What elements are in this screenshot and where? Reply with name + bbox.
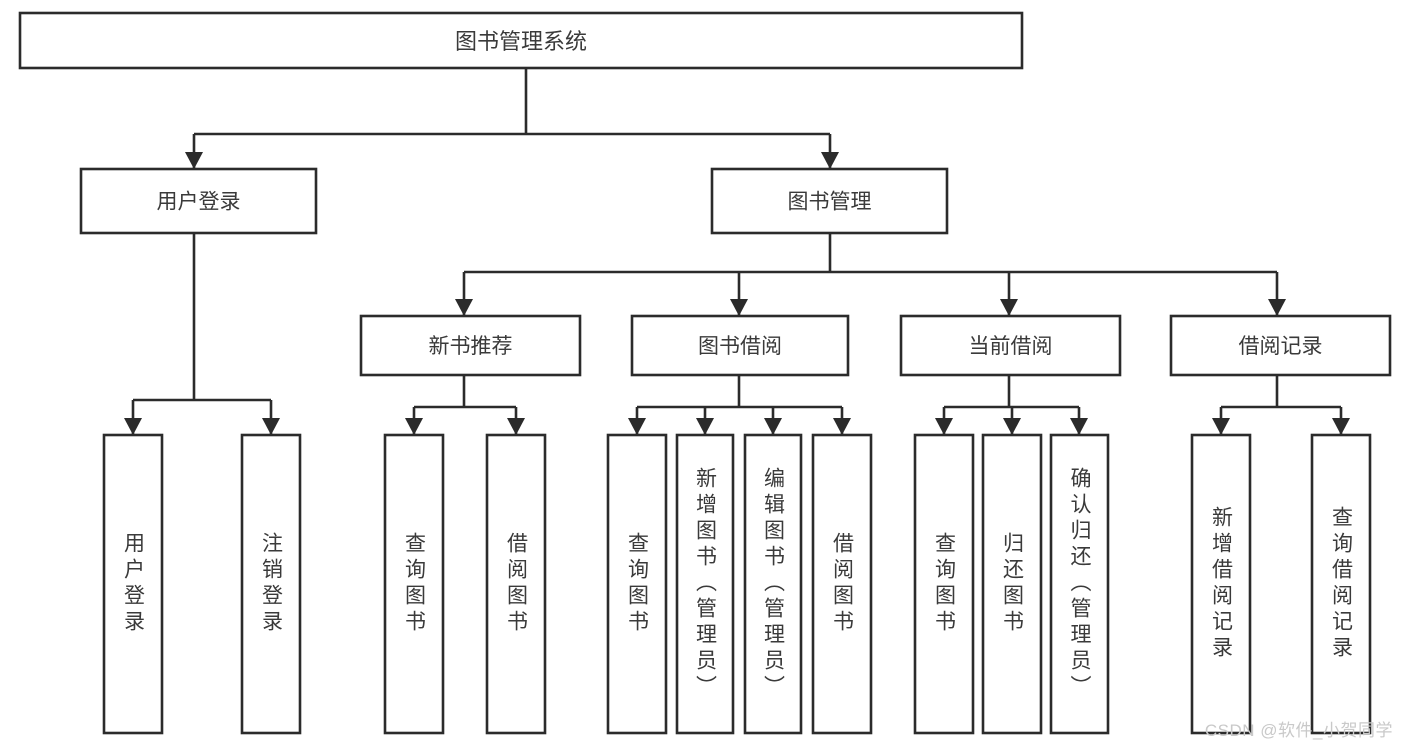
node-level3-rect[interactable] [359,314,582,377]
arrow-head-icon [507,418,525,435]
node-level3-borrow-records[interactable]: 借阅记录 [1169,314,1392,377]
node-level3-label: 当前借阅 [969,335,1053,358]
node-level3-label: 借阅记录 [1239,335,1323,358]
node-root-root[interactable]: 图书管理系统 [18,11,1024,70]
node-leaf-rect[interactable] [102,433,164,735]
node-level2-rect[interactable] [710,167,949,235]
node-leaf-leaf-confirm-return-admin[interactable] [1049,433,1110,735]
node-leaf-leaf-query-borrow-record[interactable] [1310,433,1372,735]
node-leaf-rect[interactable] [240,433,302,735]
node-level3-rect[interactable] [630,314,850,377]
node-leaf-rect[interactable] [383,433,445,735]
node-level3-new-book-recommend[interactable]: 新书推荐 [359,314,582,377]
node-leaf-leaf-add-borrow-record[interactable] [1190,433,1252,735]
node-leaf-leaf-return-book[interactable] [981,433,1043,735]
node-level3-label: 新书推荐 [429,335,513,358]
arrow-head-icon [185,152,203,169]
node-leaf-rect[interactable] [981,433,1043,735]
node-leaf-rect[interactable] [675,433,735,735]
arrow-head-icon [696,418,714,435]
arrow-head-icon [405,418,423,435]
arrow-head-icon [764,418,782,435]
arrow-head-icon [730,299,748,316]
node-level2-label: 图书管理 [788,191,872,214]
arrow-head-icon [1003,418,1021,435]
node-leaf-leaf-edit-book-admin[interactable] [743,433,803,735]
node-leaf-leaf-user-logout[interactable] [240,433,302,735]
arrow-head-icon [262,418,280,435]
arrow-head-icon [455,299,473,316]
arrow-head-icon [1212,418,1230,435]
arrow-head-icon [833,418,851,435]
node-level3-current-borrow[interactable]: 当前借阅 [899,314,1122,377]
arrow-head-icon [1332,418,1350,435]
node-level3-rect[interactable] [1169,314,1392,377]
node-leaf-leaf-borrow-book[interactable] [811,433,873,735]
arrow-head-icon [935,418,953,435]
node-leaf-leaf-user-login[interactable] [102,433,164,735]
arrow-head-icon [1268,299,1286,316]
node-leaf-rect[interactable] [606,433,668,735]
node-leaf-rect[interactable] [1310,433,1372,735]
node-root-rect[interactable] [18,11,1024,70]
node-level2-rect[interactable] [79,167,318,235]
node-leaf-leaf-query-book-borrow[interactable] [606,433,668,735]
arrow-head-icon [821,152,839,169]
node-level2-user-login[interactable]: 用户登录 [79,167,318,235]
csdn-watermark: CSDN @软件_小贺同学 [1204,721,1393,740]
connector-layer [124,68,1350,435]
node-leaf-leaf-add-book-admin[interactable] [675,433,735,735]
node-level3-book-borrow[interactable]: 图书借阅 [630,314,850,377]
node-root-label: 图书管理系统 [455,29,587,54]
node-leaf-rect[interactable] [913,433,975,735]
node-leaf-rect[interactable] [1049,433,1110,735]
node-leaf-rect[interactable] [811,433,873,735]
node-leaf-leaf-query-book-recommend[interactable] [383,433,445,735]
node-level3-rect[interactable] [899,314,1122,377]
arrow-head-icon [628,418,646,435]
node-leaf-rect[interactable] [485,433,547,735]
node-level2-label: 用户登录 [157,191,241,214]
arrow-head-icon [1070,418,1088,435]
node-leaf-rect[interactable] [1190,433,1252,735]
node-leaf-leaf-query-book-current[interactable] [913,433,975,735]
node-leaf-rect[interactable] [743,433,803,735]
node-leaf-leaf-borrow-book-recommend[interactable] [485,433,547,735]
node-level3-label: 图书借阅 [698,335,782,358]
node-level2-book-management[interactable]: 图书管理 [710,167,949,235]
arrow-head-icon [1000,299,1018,316]
arrow-head-icon [124,418,142,435]
